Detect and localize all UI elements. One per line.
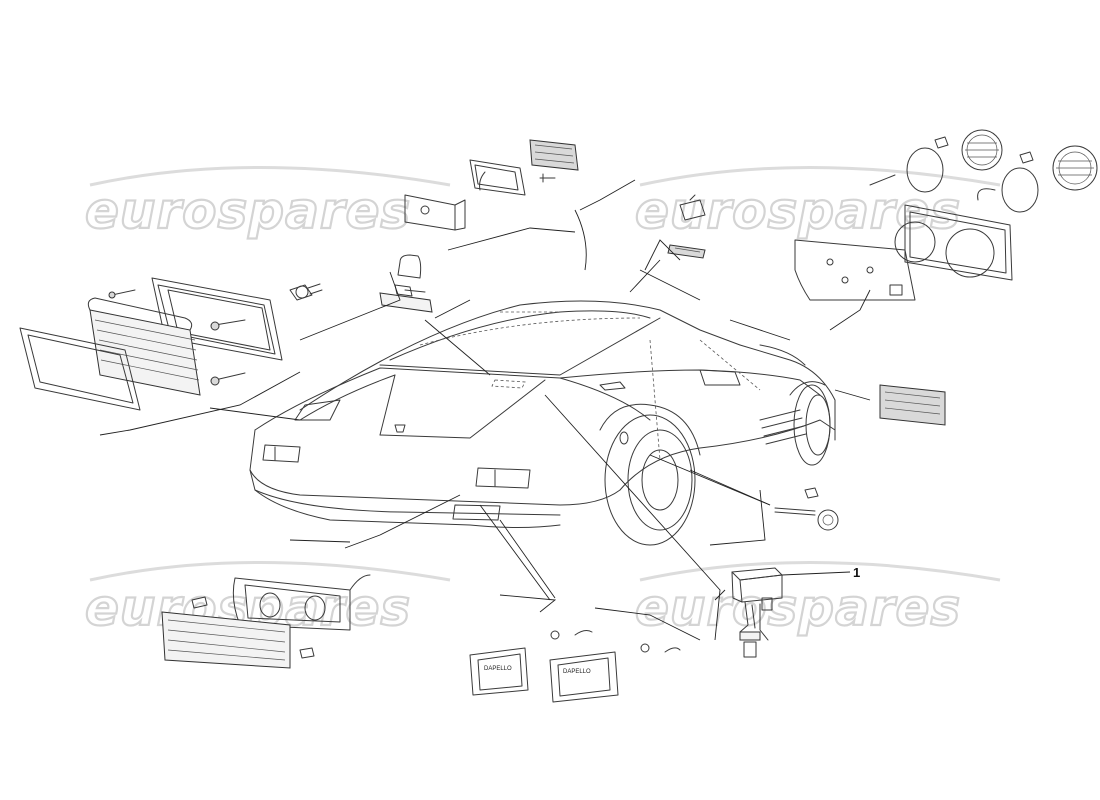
watermark-top-right: eurospares (634, 166, 1001, 241)
interior-light (379, 254, 491, 376)
part-stamp-right: DAPELLO (563, 669, 591, 675)
relay-part: 1 (544, 394, 860, 658)
headlight-assembly (19, 277, 323, 436)
svg-text:eurospares: eurospares (635, 579, 961, 637)
watermark-bottom-right: eurospares (634, 561, 1001, 638)
marker-light-bracket (404, 139, 587, 271)
callout-label: 1 (853, 565, 860, 580)
screw-icon (108, 289, 246, 386)
fog-lamps: DAPELLO DAPELLO (469, 504, 701, 703)
bulb-icon (191, 596, 315, 659)
svg-text:eurospares: eurospares (85, 182, 411, 240)
part-stamp-left: DAPELLO (484, 666, 512, 672)
bulb-icon (550, 630, 650, 653)
svg-text:eurospares: eurospares (635, 182, 961, 240)
side-repeater-light (834, 384, 946, 426)
front-turn-signal (161, 494, 461, 669)
watermark-top-left: eurospares (84, 166, 451, 241)
car-body (249, 300, 836, 546)
bulb-icon (289, 283, 323, 301)
taillight-assembly (794, 129, 1098, 331)
guide-lines (299, 271, 791, 506)
bulb-icon (934, 136, 1034, 164)
socket-assembly (649, 454, 839, 546)
license-plate-light (579, 179, 706, 301)
